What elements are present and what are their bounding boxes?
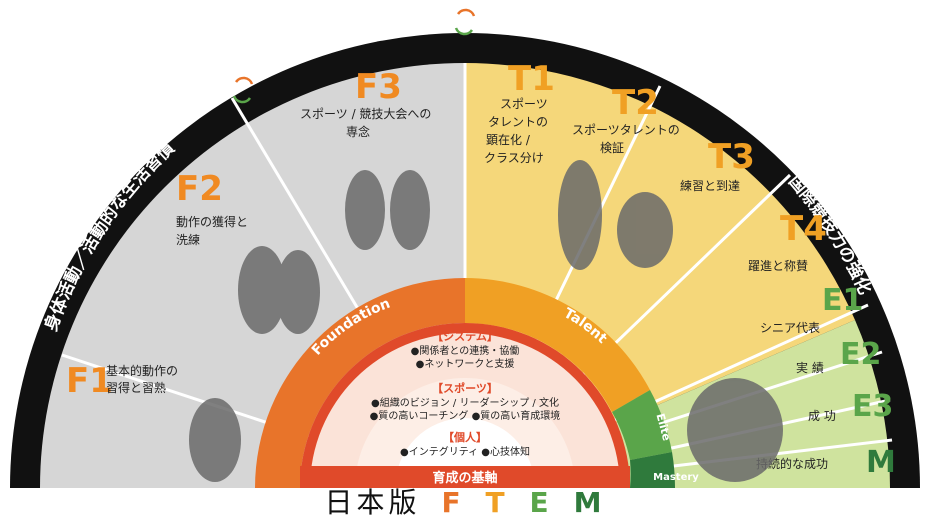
core-sport-item-1: ●組織のビジョン / リーダーシップ / 文化	[371, 396, 559, 409]
phase-mastery: Mastery	[653, 472, 699, 483]
elite-ring	[612, 390, 672, 460]
stage-code-f1: F1	[66, 361, 113, 401]
stage-code-t1: T1	[508, 59, 555, 99]
stage-code-t3: T3	[708, 137, 755, 177]
stage-code-m: M	[866, 445, 896, 480]
photo-wheelchair-athlete	[617, 192, 673, 268]
photo-wrestler	[687, 378, 783, 482]
stage-desc-e1-line1: シニア代表	[760, 321, 820, 335]
stage-code-f2: F2	[176, 169, 223, 209]
photo-hockey-player-2	[390, 170, 430, 250]
stage-desc-t2-line1: スポーツタレントの	[572, 123, 680, 137]
foundation-ring	[255, 278, 465, 488]
title-letter-m: M	[573, 486, 606, 519]
title-letter-f: F	[441, 486, 465, 519]
photo-parent-woman	[276, 250, 320, 334]
stage-desc-t1-line2: タレントの	[488, 115, 548, 129]
stage-code-f3: F3	[355, 67, 402, 107]
stage-desc-t1-line3: 顕在化 /	[486, 133, 531, 147]
stage-desc-f1-line1: 基本的動作の	[106, 363, 178, 378]
stage-desc-t1-line4: クラス分け	[484, 151, 544, 165]
talent-ring	[465, 278, 650, 412]
stage-code-t2: T2	[612, 83, 659, 123]
stage-desc-e2-line1: 実 績	[796, 360, 824, 375]
core-system-item-1: ●関係者との連携・協働	[411, 344, 520, 357]
page-title: 日本版 F T E M	[0, 486, 930, 520]
athlete-photos	[189, 160, 783, 482]
stage-code-e3: E3	[852, 389, 893, 424]
title-letter-e: E	[529, 486, 553, 519]
stage-desc-t1-line1: スポーツ	[500, 97, 548, 111]
core-system-title: 【システム】	[432, 330, 498, 343]
core-sport-title: 【スポーツ】	[432, 381, 498, 395]
core-individual-item-1: ●インテグリティ ●心技体知	[400, 445, 530, 458]
core-individual-title: 【個人】	[443, 430, 487, 444]
stage-desc-f2-line1: 動作の獲得と	[176, 214, 248, 229]
stage-desc-t2-line2: 検証	[600, 141, 624, 155]
photo-hockey-player-1	[345, 170, 385, 250]
title-prefix: 日本版	[324, 486, 421, 519]
title-letter-t: T	[485, 486, 509, 519]
stage-desc-f1-line2: 習得と習熟	[106, 380, 166, 395]
stage-desc-t4-line1: 躍進と称賛	[748, 259, 808, 273]
core-base-label: 育成の基軸	[432, 470, 497, 486]
photo-parent-man	[238, 246, 286, 334]
stage-desc-f3-line2: 専念	[346, 124, 370, 139]
stage-code-e1: E1	[822, 283, 863, 318]
core-sport-item-2: ●質の高いコーチング ●質の高い育成環境	[370, 409, 561, 422]
ftem-fan-chart: スポーツへの参加 身体活動／活動的な生活習慣 国際競技力の強化 Foundati…	[10, 4, 920, 488]
cycle-arrows-icon	[232, 8, 476, 104]
mastery-ring	[630, 452, 676, 488]
core-base-bar	[300, 466, 630, 488]
photo-tennis-player	[558, 160, 602, 270]
stage-desc-t3-line1: 練習と到達	[680, 179, 740, 193]
photo-child	[189, 398, 241, 482]
arc-label-top: スポーツへの参加	[391, 4, 539, 31]
core-system-item-2: ●ネットワークと支援	[416, 357, 515, 370]
stage-desc-e3-line1: 成 功	[808, 409, 836, 423]
stage-code-e2: E2	[840, 337, 881, 372]
stage-code-t4: T4	[780, 209, 827, 249]
stage-desc-f2-line2: 洗練	[176, 233, 200, 247]
stage-desc-f3-line1: スポーツ / 競技大会への	[300, 106, 431, 121]
